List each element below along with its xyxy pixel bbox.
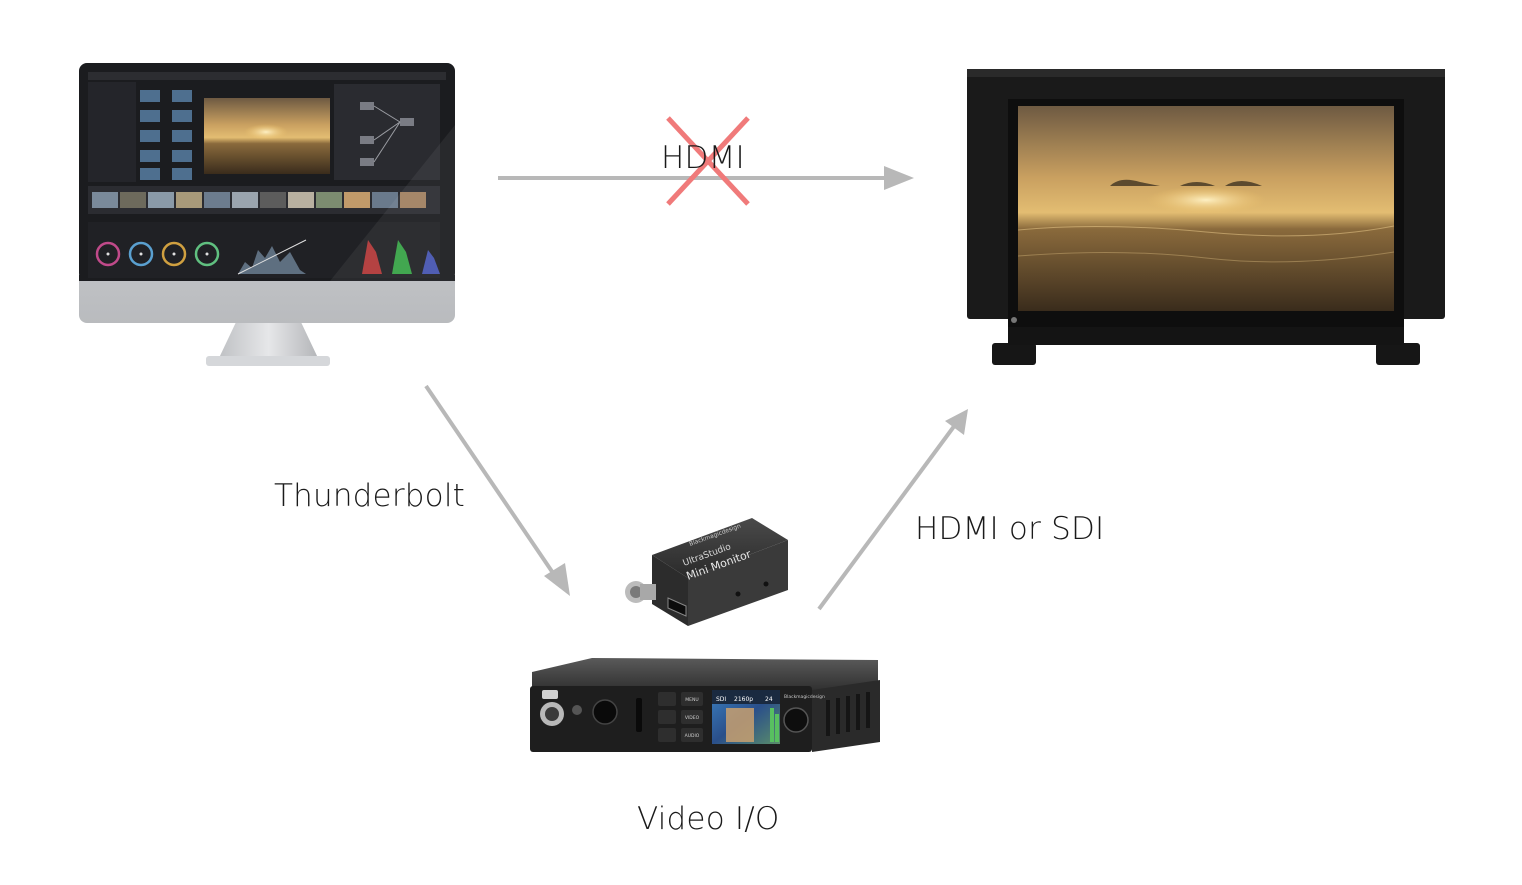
mini-monitor-side [688, 540, 788, 626]
hdmi-label: HDMI [661, 140, 745, 176]
rack-jog-knob [783, 707, 809, 733]
app-scopes [362, 240, 440, 274]
arrow-thunderbolt [424, 384, 570, 596]
reference-monitor [967, 69, 1445, 365]
x-mark-icon [666, 116, 750, 206]
rack-buttons: MENU VIDEO AUDIO [658, 692, 703, 742]
arrow-hdmi-or-sdi [817, 409, 968, 611]
imac-computer [79, 63, 455, 366]
mini-monitor-device: Blackmagicdesign UltraStudio Mini Monito… [625, 518, 788, 626]
hdmi-port [667, 597, 687, 617]
video-io-label: Video I/O [637, 801, 780, 837]
rack-logo [542, 690, 558, 699]
rack-button-menu: MENU [685, 697, 698, 703]
rack-io-device: MENU VIDEO AUDIO SDI 2160p 24 Blackmagic… [530, 658, 880, 752]
headphone-jack [572, 705, 582, 715]
rack-button-video: VIDEO [685, 715, 700, 721]
app-top-bar [88, 72, 446, 80]
app-histogram [238, 246, 306, 274]
hdmi-or-sdi-label: HDMI or SDI [915, 511, 1105, 547]
rack-brand: Blackmagicdesign [784, 694, 825, 700]
arrow-icon [544, 563, 570, 596]
volume-knob [592, 699, 618, 725]
thunderbolt-label: Thunderbolt [274, 478, 465, 514]
app-node-graph [334, 84, 440, 180]
app-thumbnails [140, 90, 192, 180]
color-wheels [95, 241, 220, 267]
monitor-stand-right [1376, 343, 1420, 365]
rack-top [532, 658, 878, 692]
imac-stand-base [206, 356, 330, 366]
rack-lcd-secondary: 2160p [734, 696, 753, 703]
rack-button-audio: AUDIO [685, 733, 700, 739]
app-clip-strip [92, 192, 426, 208]
bnc-connector [625, 581, 656, 603]
mini-monitor-top [652, 518, 788, 578]
imac-stand [219, 320, 318, 358]
rack-vents [826, 692, 870, 736]
arrow-icon [884, 166, 914, 190]
monitor-stand-left [992, 343, 1036, 365]
monitor-logo [1011, 317, 1017, 323]
app-media-pool [88, 82, 136, 182]
rack-lcd-rate: 24 [765, 696, 773, 703]
monitor-hood-edge [967, 69, 1445, 77]
arrow-icon [945, 409, 968, 435]
rack-lcd-primary: SDI [716, 696, 726, 703]
